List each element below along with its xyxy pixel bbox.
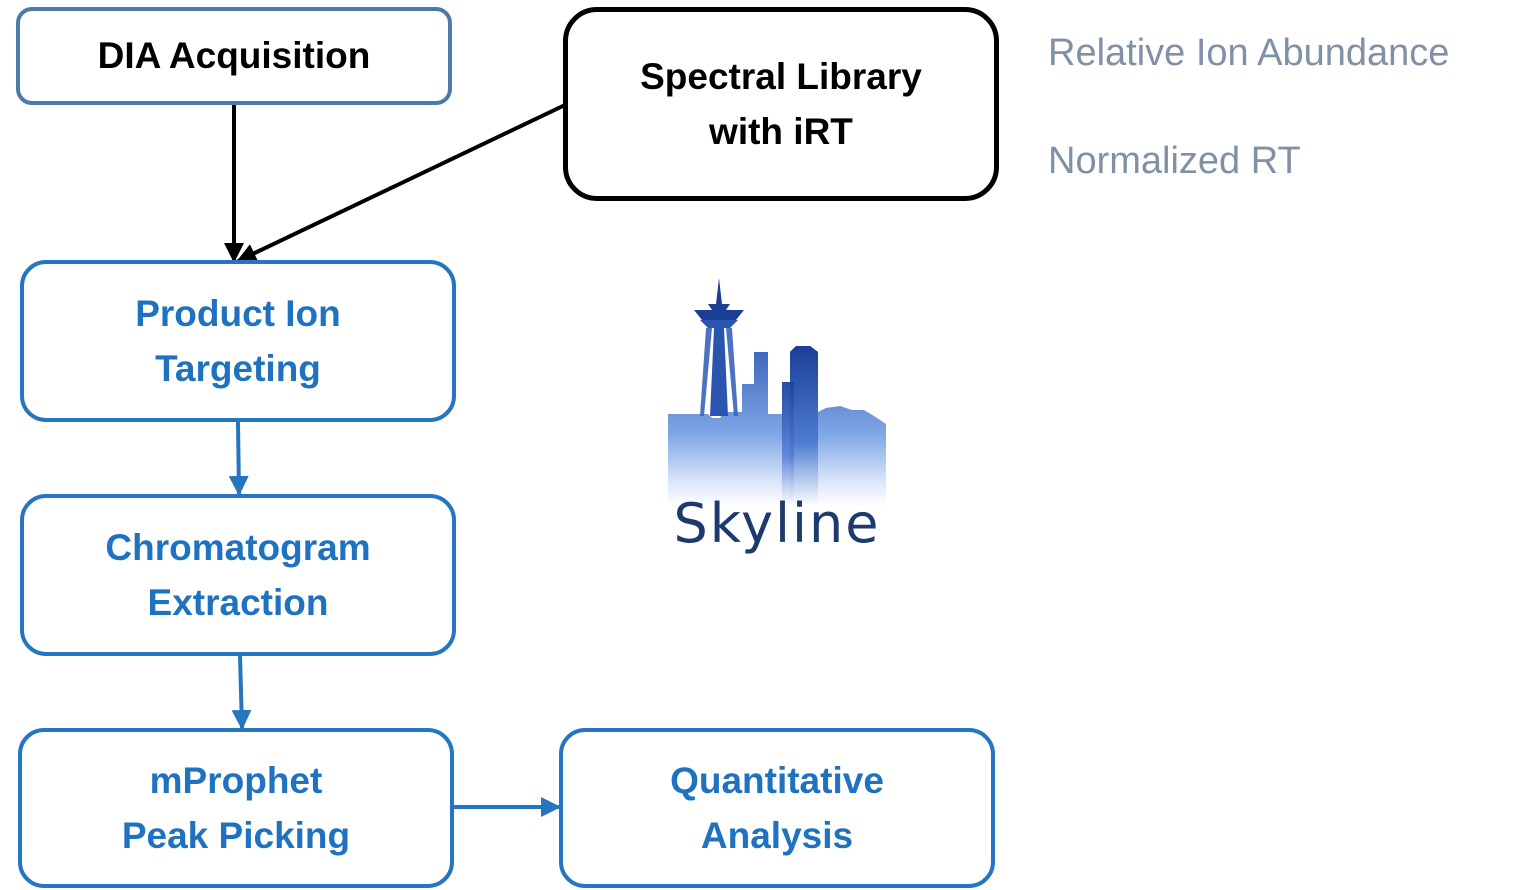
product-ion-targeting-node: Product Ion Targeting <box>20 260 456 422</box>
arrow-extraction-to-picking <box>231 655 252 730</box>
product-ion-targeting-label-line1: Product Ion <box>135 292 341 334</box>
skyline-city-logo-icon <box>668 278 886 506</box>
spectral-library-label-line2: with iRT <box>709 111 853 152</box>
quantitative-analysis-label-line2: Analysis <box>700 815 854 856</box>
dia-acquisition-node: DIA Acquisition <box>16 7 452 105</box>
quantitative-analysis-label-line1: Quantitative <box>670 759 884 801</box>
quantitative-analysis-node: Quantitative Analysis <box>559 728 995 888</box>
arrow-targeting-to-extraction <box>228 421 249 496</box>
dia-acquisition-label: DIA Acquisition <box>97 35 371 77</box>
mprophet-peak-picking-label-line2: Peak Picking <box>121 815 351 856</box>
chromatogram-extraction-label-line1: Chromatogram <box>105 526 371 568</box>
arrow-library-to-targeting <box>236 103 566 263</box>
product-ion-targeting-label-line2: Targeting <box>155 348 321 389</box>
chromatogram-extraction-node: Chromatogram Extraction <box>20 494 456 656</box>
relative-ion-abundance-note: Relative Ion Abundance <box>1048 32 1450 74</box>
spectral-library-label-line1: Spectral Library <box>640 55 922 97</box>
mprophet-peak-picking-node: mProphet Peak Picking <box>18 728 454 888</box>
mprophet-peak-picking-label-line1: mProphet <box>149 759 323 801</box>
spectral-library-node: Spectral Library with iRT <box>563 7 999 201</box>
normalized-rt-note: Normalized RT <box>1048 140 1301 182</box>
chromatogram-extraction-label-line2: Extraction <box>147 582 329 623</box>
skyline-wordmark: Skyline <box>673 492 881 555</box>
